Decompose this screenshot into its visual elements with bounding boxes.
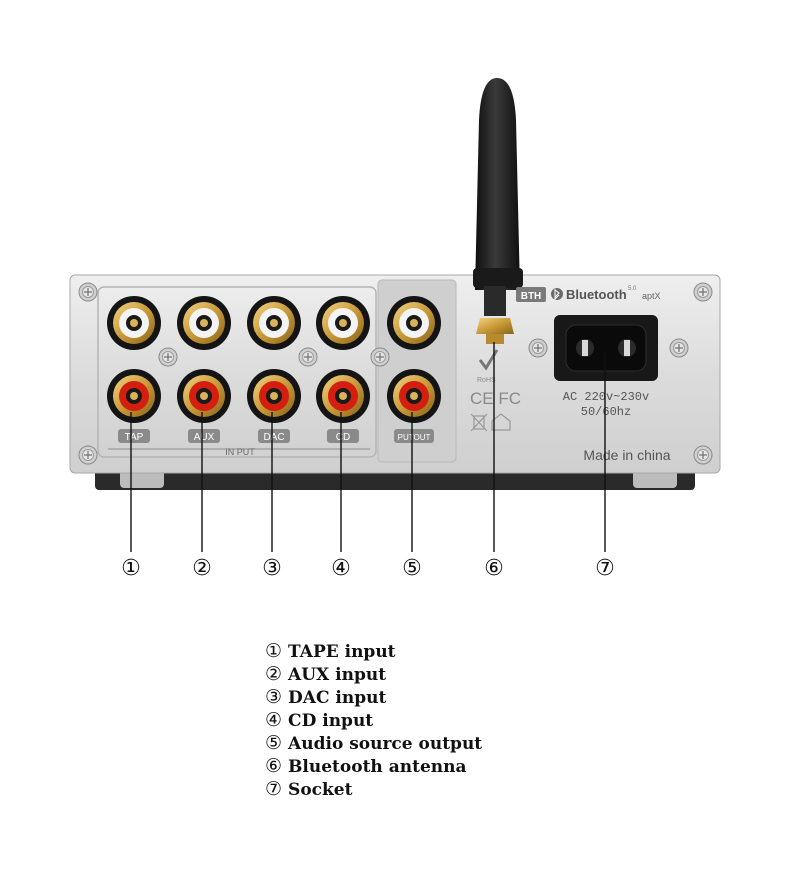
- rca-jack-white: [177, 296, 231, 350]
- made-in-text: Made in china: [583, 447, 670, 463]
- bth-badge-box: [516, 287, 546, 302]
- legend-label: AUX input: [288, 665, 387, 685]
- rca-jack-red: [107, 369, 161, 423]
- rohs-text: RoHS: [477, 377, 496, 384]
- antenna-body: [475, 78, 520, 290]
- bluetooth-version: 5.0: [628, 286, 637, 292]
- jack-label-box: [327, 429, 359, 443]
- socket-contact-right: [624, 340, 630, 356]
- jack-label: DAC: [263, 432, 284, 443]
- socket-contact-left: [582, 340, 588, 356]
- ac-rating: AC 220v~230v: [563, 390, 649, 404]
- bth-badge: BTH: [521, 291, 542, 302]
- legend-number: ②: [265, 663, 283, 685]
- callout-number: ⑦: [595, 556, 615, 581]
- rca-jack-white: [387, 296, 441, 350]
- screw-icon: [78, 282, 98, 302]
- callout-number: ②: [192, 556, 212, 581]
- weee-bin-icon: [470, 413, 488, 432]
- jack-labels: TAP AUX DAC CD PUTOUT: [118, 429, 434, 443]
- screw-icon: [693, 282, 713, 302]
- jack-label-box: [394, 429, 434, 443]
- legend-number: ⑥: [265, 755, 283, 777]
- bluetooth-rune: [554, 289, 560, 301]
- rca-jack-red: [316, 369, 370, 423]
- rca-jack-red: [247, 369, 301, 423]
- aptx-text: aptX: [642, 291, 661, 301]
- legend-label: Audio source output: [288, 734, 483, 754]
- callout-number: ①: [121, 556, 141, 581]
- callout-lines: [130, 342, 606, 552]
- rca-jack-white: [247, 296, 301, 350]
- indoor-use-icon: [491, 413, 511, 431]
- legend-label: Socket: [288, 780, 353, 800]
- jack-label: TAP: [125, 432, 144, 443]
- jack-label: CD: [336, 432, 350, 443]
- screw-icon: [370, 347, 390, 367]
- input-group-frame: [97, 286, 377, 458]
- screw-icon: [693, 445, 713, 465]
- callout-number: ③: [262, 556, 282, 581]
- jack-label-box: [258, 429, 290, 443]
- ac-socket-well: [565, 324, 647, 372]
- rca-jack-white: [107, 296, 161, 350]
- rca-jacks: [107, 296, 441, 423]
- callout-number: ⑤: [402, 556, 422, 581]
- screw-icon: [669, 338, 689, 358]
- screw-icon: [298, 347, 318, 367]
- antenna-connector-base: [486, 334, 504, 344]
- jack-label-box: [188, 429, 220, 443]
- legend-label: TAPE input: [288, 642, 396, 662]
- callout-number: ④: [331, 556, 351, 581]
- antenna-connector: [476, 318, 514, 334]
- legend-label: Bluetooth antenna: [288, 757, 467, 777]
- screw-icon: [158, 347, 178, 367]
- legend-number: ⑤: [265, 732, 283, 754]
- legend-number: ③: [265, 686, 283, 708]
- bluetooth-text: Bluetooth: [566, 287, 627, 302]
- rca-jack-white: [316, 296, 370, 350]
- screw-icon: [528, 338, 548, 358]
- freq-rating: 50/60hz: [581, 405, 631, 419]
- screw-icon: [78, 445, 98, 465]
- rca-jack-red: [387, 369, 441, 423]
- legend-label: DAC input: [288, 688, 387, 708]
- bluetooth-icon: [551, 288, 563, 300]
- legend-number: ①: [265, 640, 283, 662]
- jack-label: AUX: [194, 432, 215, 443]
- callout-number: ⑥: [484, 556, 504, 581]
- input-group-label: IN PUT: [225, 447, 255, 457]
- rca-jack-red: [177, 369, 231, 423]
- jack-label: PUTOUT: [398, 433, 431, 442]
- antenna-neck: [484, 286, 506, 316]
- panel-screws: [78, 282, 713, 465]
- legend-number: ④: [265, 709, 283, 731]
- legend-number: ⑦: [265, 778, 283, 800]
- ce-fc-marks: CE FC: [470, 389, 521, 408]
- antenna-hinge: [473, 268, 523, 288]
- legend-label: CD input: [288, 711, 374, 731]
- jack-label-box: [118, 429, 150, 443]
